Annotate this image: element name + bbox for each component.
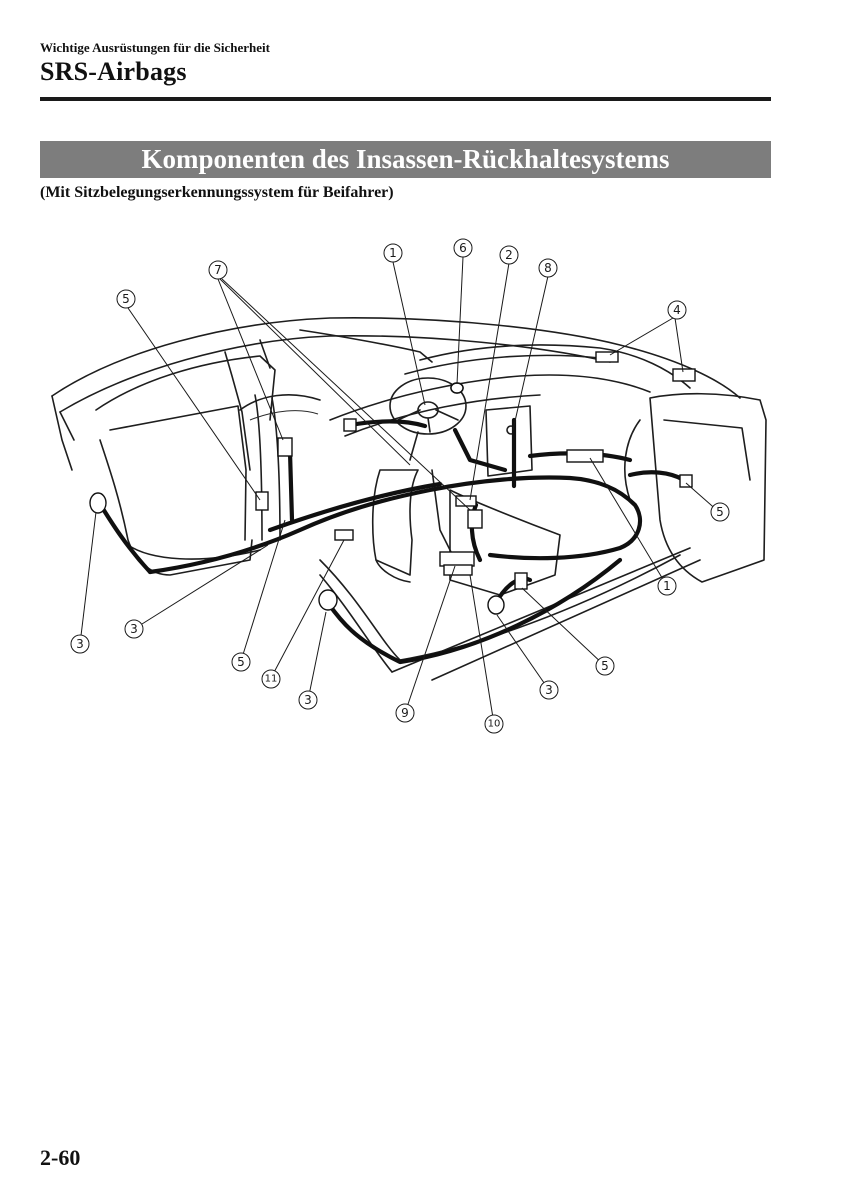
page-number: 2-60 <box>40 1145 81 1170</box>
svg-text:3: 3 <box>545 683 553 697</box>
callout-5-upper-left: 5 <box>116 289 136 309</box>
callout-3-left: 3 <box>124 619 144 639</box>
curtain-connector-rear <box>672 368 696 382</box>
airbag-components-diagram: 1 6 2 8 7 5 4 5 1 3 3 5 11 3 3 5 9 10 <box>0 230 845 750</box>
section-subtitle: (Mit Sitzbelegungserkennungssystem für B… <box>40 184 394 201</box>
crash-sensor-front-left <box>318 589 338 611</box>
svg-text:4: 4 <box>673 303 681 317</box>
callout-5-bottom-left: 5 <box>231 652 251 672</box>
svg-text:5: 5 <box>601 659 609 673</box>
callout-5-bottom-right: 5 <box>595 656 615 676</box>
svg-text:6: 6 <box>459 241 467 255</box>
wiring-harness <box>97 417 687 665</box>
callout-8: 8 <box>538 258 558 278</box>
svg-text:5: 5 <box>716 505 724 519</box>
title-divider <box>40 97 771 101</box>
seat-belt-pretensioner-right <box>514 572 528 590</box>
svg-text:1: 1 <box>663 579 671 593</box>
car-body-outline <box>51 317 767 681</box>
svg-text:3: 3 <box>130 622 138 636</box>
callout-11: 11 <box>261 669 281 689</box>
callout-7: 7 <box>208 260 228 280</box>
crash-sensor-rear-left <box>89 492 107 514</box>
curtain-connector-front <box>595 351 619 363</box>
svg-text:8: 8 <box>544 261 552 275</box>
svg-text:5: 5 <box>122 292 130 306</box>
side-sensor-right <box>679 474 693 488</box>
svg-text:9: 9 <box>401 706 409 720</box>
car-cutaway-illustration: 1 6 2 8 7 5 4 5 1 3 3 5 11 3 3 5 9 10 <box>51 238 767 734</box>
svg-text:1: 1 <box>389 246 397 260</box>
svg-text:7: 7 <box>214 263 222 277</box>
svg-text:5: 5 <box>237 655 245 669</box>
side-module-rear <box>277 437 293 457</box>
callout-1-right: 1 <box>657 576 677 596</box>
passenger-airbag-module <box>566 449 604 463</box>
callout-1-top: 1 <box>383 243 403 263</box>
seat-sensor-mat <box>443 564 473 576</box>
svg-text:10: 10 <box>488 719 501 730</box>
svg-text:11: 11 <box>265 674 278 685</box>
callout-10: 10 <box>484 714 504 734</box>
page-title: SRS-Airbags <box>40 57 187 86</box>
connector-left <box>343 418 357 432</box>
crash-sensor-front-right <box>487 595 505 615</box>
knee-airbag <box>450 382 464 394</box>
seat-belt-pretensioner-center <box>467 509 483 529</box>
callout-4: 4 <box>667 300 687 320</box>
sdm-module <box>455 495 477 507</box>
callout-3-right: 3 <box>539 680 559 700</box>
seat-belt-pretensioner-left <box>255 491 269 511</box>
svg-text:3: 3 <box>76 637 84 651</box>
callout-3-far-left: 3 <box>70 634 90 654</box>
weight-sensor <box>439 551 475 567</box>
callout-6: 6 <box>453 238 473 258</box>
callout-3-center: 3 <box>298 690 318 710</box>
svg-text:3: 3 <box>304 693 312 707</box>
svg-text:2: 2 <box>505 248 513 262</box>
callout-9: 9 <box>395 703 415 723</box>
occupant-classification-unit <box>334 529 354 541</box>
breadcrumb: Wichtige Ausrüstungen für die Sicherheit <box>40 40 270 55</box>
callout-5-right: 5 <box>710 502 730 522</box>
leader-lines <box>79 256 720 725</box>
callout-2: 2 <box>499 245 519 265</box>
airbag-components <box>89 351 696 615</box>
section-banner: Komponenten des Insassen-Rückhaltesystem… <box>40 141 771 178</box>
